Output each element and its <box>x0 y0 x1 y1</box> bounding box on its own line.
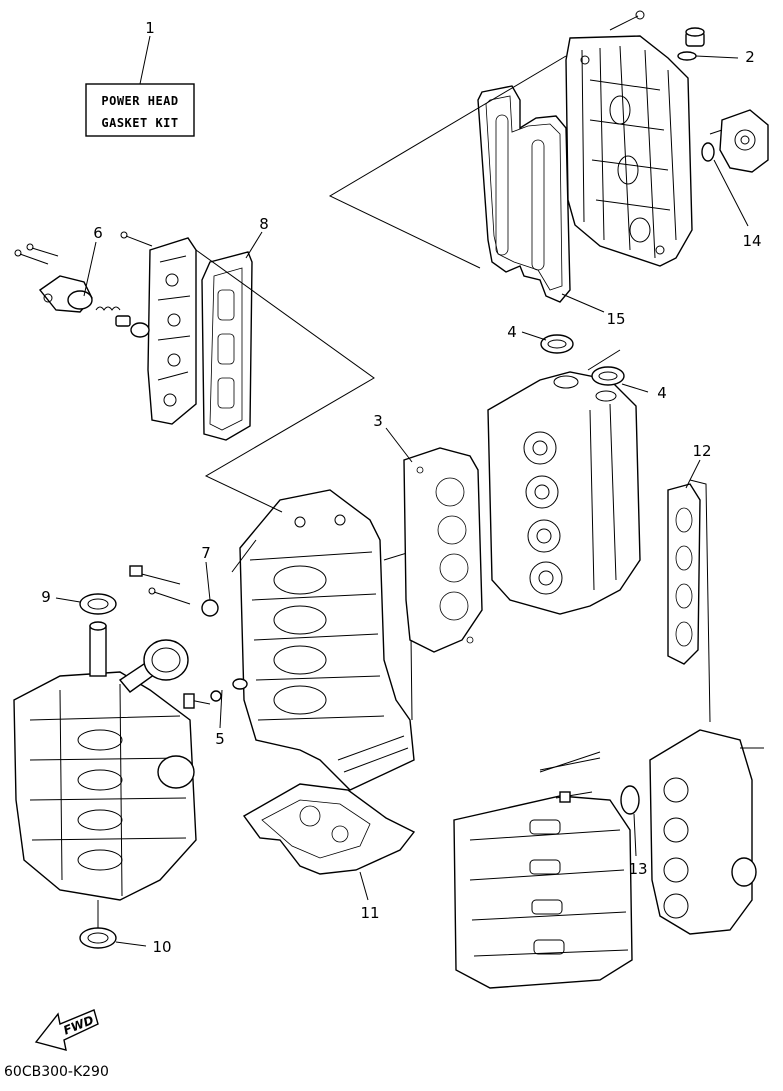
callout-1: 1 <box>145 19 155 37</box>
intake-silencer <box>453 795 633 989</box>
fwd-arrow-icon: FWD <box>34 1009 99 1051</box>
callout-12: 12 <box>692 442 711 460</box>
cylinder-head <box>487 371 641 615</box>
callout-2: 2 <box>745 48 755 66</box>
kit-label-line1: POWER HEAD <box>101 94 178 108</box>
exhaust-cover-gasket-8 <box>201 251 253 441</box>
callouts: 1 2 3 4 4 5 6 7 8 9 10 11 12 13 14 15 <box>41 19 761 956</box>
bolts-lower-right <box>539 757 601 803</box>
thermostat-cover-6 <box>38 275 93 313</box>
exhaust-cover <box>147 237 197 425</box>
fuel-pump-assembly <box>709 109 769 173</box>
callout-3: 3 <box>373 412 383 430</box>
cylinder-block <box>239 489 415 791</box>
thermostat-parts <box>95 306 150 338</box>
callout-15: 15 <box>606 310 625 328</box>
callout-9: 9 <box>41 588 51 606</box>
callout-6: 6 <box>93 224 103 242</box>
oil-seal-9 <box>79 593 117 615</box>
kit-label-line2: GASKET KIT <box>101 116 178 130</box>
diagram-code: 60CB300-K290 <box>4 1064 109 1080</box>
intake-manifold <box>649 729 764 935</box>
callout-4b: 4 <box>657 384 667 402</box>
crankshaft <box>89 621 107 677</box>
oil-seal-4a <box>540 334 574 354</box>
piston-connecting-rod <box>118 639 195 789</box>
o-ring-13 <box>620 785 640 815</box>
oil-filler-cap <box>685 27 705 47</box>
callout-13: 13 <box>628 860 647 878</box>
head-cover-gasket-15 <box>477 85 571 303</box>
cylinder-head-cover <box>565 10 693 267</box>
crankcase-assembly <box>13 671 197 901</box>
sensor-and-bolts <box>129 565 248 709</box>
callout-4a: 4 <box>507 323 517 341</box>
assembly-lines <box>97 55 711 928</box>
exhaust-guide-gasket-11 <box>242 783 416 875</box>
callout-14: 14 <box>742 232 761 250</box>
gasket-5 <box>232 678 248 690</box>
gasket-kit-box: POWER HEAD GASKET KIT <box>85 83 195 137</box>
o-ring-7 <box>201 599 219 617</box>
intake-manifold-gasket-12 <box>667 483 701 665</box>
callout-11: 11 <box>360 904 379 922</box>
cylinder-head-gasket-3 <box>403 447 483 653</box>
callout-7: 7 <box>201 544 211 562</box>
bolts-upper-left <box>14 231 153 265</box>
callout-10: 10 <box>152 938 171 956</box>
oil-seal-4b <box>591 366 625 386</box>
o-ring-2 <box>677 51 697 61</box>
o-ring-14 <box>701 142 715 162</box>
callout-5: 5 <box>215 730 225 748</box>
oil-seal-10 <box>79 927 117 949</box>
callout-8: 8 <box>259 215 269 233</box>
